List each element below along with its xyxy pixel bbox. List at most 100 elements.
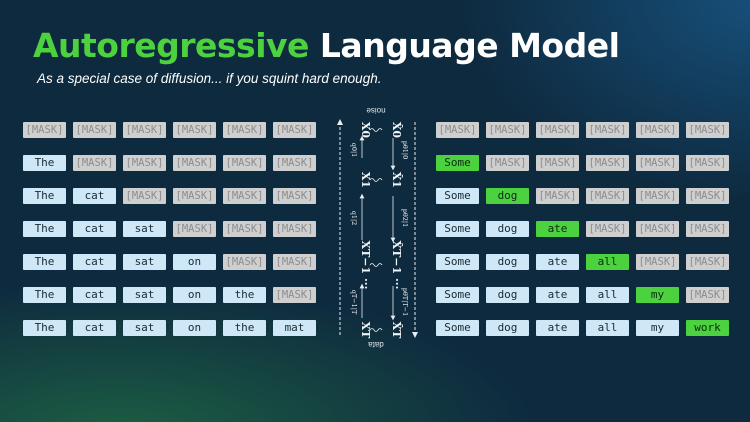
mask-token: [MASK]: [686, 122, 729, 138]
mask-token: [MASK]: [686, 188, 729, 204]
word-token: all: [586, 254, 629, 270]
data-label: data: [368, 340, 384, 349]
mask-token: [MASK]: [73, 155, 116, 171]
word-token: dog: [486, 221, 529, 237]
mask-token: [MASK]: [273, 287, 316, 303]
mask-token: [MASK]: [586, 221, 629, 237]
word-token: Some: [436, 221, 479, 237]
node-x-hat: X̂T−1 ···: [390, 241, 403, 290]
word-token: Some: [436, 287, 479, 303]
word-token: sat: [123, 221, 166, 237]
reverse-transition-label: pθ2|1: [401, 209, 409, 228]
word-token: cat: [73, 320, 116, 336]
left-token-grid: [MASK] [MASK] [MASK] [MASK] [MASK] [MASK] The […: [23, 122, 316, 336]
word-token: sat: [123, 320, 166, 336]
mask-token: [MASK]: [123, 122, 166, 138]
word-token: The: [23, 155, 66, 171]
word-token: on: [173, 254, 216, 270]
reverse-transition-label: pθT|T−1: [401, 288, 409, 317]
mask-token: [MASK]: [273, 254, 316, 270]
mask-token: [MASK]: [586, 122, 629, 138]
reverse-transition-label: pθ1|0: [401, 141, 409, 160]
word-token: Some: [436, 188, 479, 204]
mask-token: [MASK]: [486, 122, 529, 138]
mask-token: [MASK]: [223, 221, 266, 237]
subtitle: As a special case of diffusion... if you…: [37, 71, 382, 86]
word-token: ate: [536, 320, 579, 336]
node-x-hat: X̂0: [390, 122, 403, 139]
mask-token: [MASK]: [636, 155, 679, 171]
word-token: sat: [123, 254, 166, 270]
word-token: Some: [436, 254, 479, 270]
mask-token: [MASK]: [636, 122, 679, 138]
word-token: Some: [436, 320, 479, 336]
word-token: cat: [73, 188, 116, 204]
word-token: cat: [73, 254, 116, 270]
page-title: Autoregressive Language Model: [33, 26, 620, 65]
mask-token: [MASK]: [686, 287, 729, 303]
word-token: my: [636, 320, 679, 336]
word-token: all: [586, 320, 629, 336]
mask-token: [MASK]: [586, 155, 629, 171]
mask-token: [MASK]: [636, 221, 679, 237]
word-token: Some: [436, 155, 479, 171]
node-x: XT: [359, 322, 372, 340]
mask-token: [MASK]: [536, 188, 579, 204]
mask-token: [MASK]: [23, 122, 66, 138]
coupling-squiggle: [369, 178, 383, 182]
mask-token: [MASK]: [173, 188, 216, 204]
mask-token: [MASK]: [586, 188, 629, 204]
word-token: my: [636, 287, 679, 303]
word-token: ate: [536, 287, 579, 303]
word-token: work: [686, 320, 729, 336]
word-token: The: [23, 320, 66, 336]
mask-token: [MASK]: [73, 122, 116, 138]
node-x-hat: X̂T: [390, 322, 403, 340]
mask-token: [MASK]: [273, 122, 316, 138]
word-token: all: [586, 287, 629, 303]
mask-token: [MASK]: [123, 188, 166, 204]
word-token: sat: [123, 287, 166, 303]
word-token: dog: [486, 320, 529, 336]
coupling-squiggle: [369, 263, 383, 267]
mask-token: [MASK]: [636, 254, 679, 270]
mask-token: [MASK]: [223, 155, 266, 171]
right-token-grid: [MASK] [MASK] [MASK] [MASK] [MASK] [MASK] Some…: [436, 122, 729, 336]
mask-token: [MASK]: [173, 221, 216, 237]
mask-token: [MASK]: [686, 221, 729, 237]
word-token: cat: [73, 221, 116, 237]
word-token: on: [173, 287, 216, 303]
word-token: the: [223, 287, 266, 303]
word-token: The: [23, 254, 66, 270]
title-rest: Language Model: [319, 26, 620, 65]
mask-token: [MASK]: [273, 188, 316, 204]
word-token: mat: [273, 320, 316, 336]
word-token: The: [23, 221, 66, 237]
word-token: The: [23, 287, 66, 303]
node-x: X0: [359, 122, 372, 139]
mask-token: [MASK]: [273, 155, 316, 171]
mask-token: [MASK]: [686, 155, 729, 171]
word-token: the: [223, 320, 266, 336]
word-token: on: [173, 320, 216, 336]
mask-token: [MASK]: [173, 122, 216, 138]
mask-token: [MASK]: [223, 188, 266, 204]
node-x: X1: [359, 172, 372, 188]
mask-token: [MASK]: [173, 155, 216, 171]
mask-token: [MASK]: [486, 155, 529, 171]
mask-token: [MASK]: [273, 221, 316, 237]
word-token: ate: [536, 221, 579, 237]
mask-token: [MASK]: [223, 122, 266, 138]
forward-transition-label: q1|2: [350, 211, 358, 226]
word-token: The: [23, 188, 66, 204]
node-x-hat: X̂1: [390, 172, 403, 188]
node-x: XT−1 ···: [359, 241, 372, 290]
title-highlight: Autoregressive: [33, 26, 309, 65]
word-token: dog: [486, 254, 529, 270]
forward-transition-label: qT−1|T: [350, 290, 358, 315]
mask-token: [MASK]: [636, 188, 679, 204]
coupling-squiggle: [369, 328, 383, 332]
mask-token: [MASK]: [536, 122, 579, 138]
word-token: dog: [486, 188, 529, 204]
